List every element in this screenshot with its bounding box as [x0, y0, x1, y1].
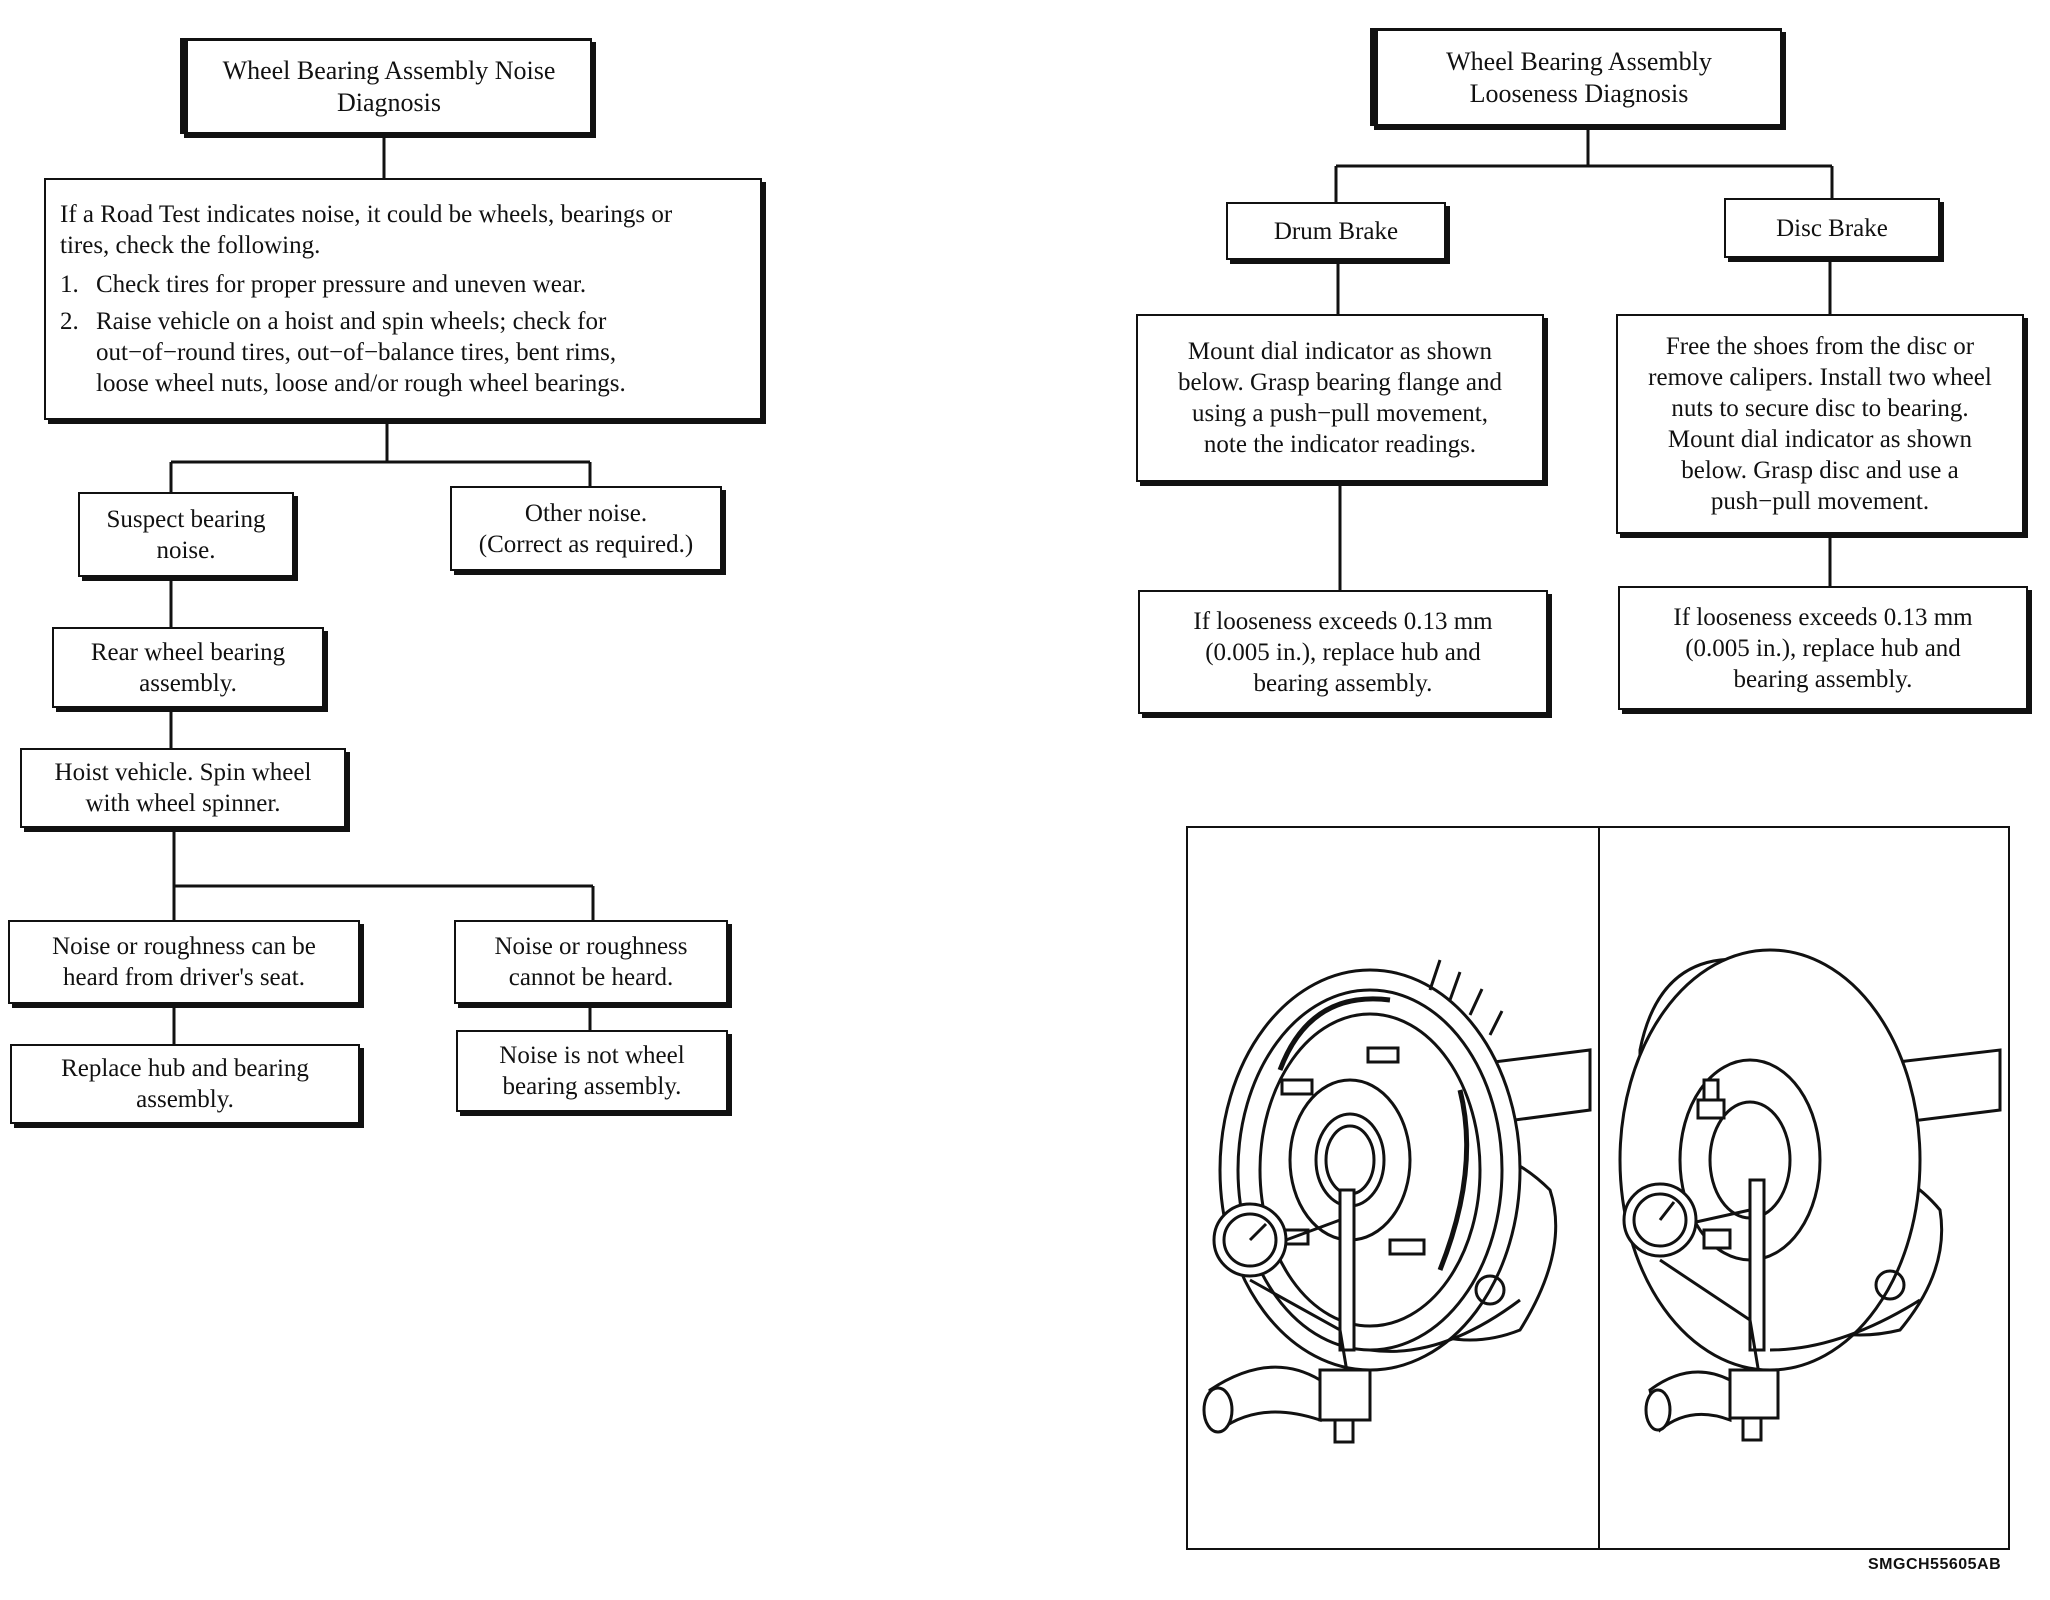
heard-line2: heard from driver's seat.	[63, 964, 305, 991]
not-wheel-bearing-box: Noise is not wheel bearing assembly.	[456, 1030, 728, 1112]
disc-step-line5: below. Grasp disc and use a	[1681, 457, 1959, 484]
drum-step-line4: note the indicator readings.	[1203, 431, 1477, 458]
drum-step-line2: below. Grasp bearing flange and	[1178, 369, 1502, 396]
drum-result-line3: bearing assembly.	[1253, 669, 1433, 697]
rear-wheel-bearing-box: Rear wheel bearing assembly.	[52, 627, 324, 708]
drum-brake-box: Drum Brake	[1226, 202, 1446, 260]
disc-step-line6: push−pull movement.	[1710, 488, 1930, 515]
drum-brake-procedure-box: Mount dial indicator as shown below. Gra…	[1136, 314, 1544, 482]
looseness-diagnosis-title: Wheel Bearing Assembly Looseness Diagnos…	[1370, 28, 1782, 126]
drum-step-line1: Mount dial indicator as shown	[1187, 338, 1493, 365]
drum-brake-result-box: If looseness exceeds 0.13 mm (0.005 in.)…	[1138, 590, 1548, 714]
noise-title-line2: Diagnosis	[337, 87, 441, 117]
drum-brake-label: Drum Brake	[1273, 217, 1399, 245]
disc-brake-result-box: If looseness exceeds 0.13 mm (0.005 in.)…	[1618, 586, 2028, 710]
disc-step-line3: nuts to secure disc to bearing.	[1671, 395, 1969, 422]
step-2-line2: out−of−round tires, out−of−balance tires…	[96, 339, 617, 366]
panel-divider	[1598, 828, 1600, 1548]
figure-code: SMGCH55605AB	[1868, 1556, 2002, 1573]
road-test-intro-line2: tires, check the following.	[60, 232, 321, 259]
other-line1: Other noise.	[524, 499, 648, 527]
suspect-line2: noise.	[156, 536, 216, 564]
disc-brake-box: Disc Brake	[1724, 198, 1940, 258]
drum-result-line1: If looseness exceeds 0.13 mm	[1193, 607, 1493, 635]
rear-line1: Rear wheel bearing	[90, 638, 286, 666]
disc-step-line1: Free the shoes from the disc or	[1665, 333, 1975, 360]
disc-brake-procedure-box: Free the shoes from the disc or remove c…	[1616, 314, 2024, 534]
noise-heard-box: Noise or roughness can be heard from dri…	[8, 920, 360, 1004]
road-test-check-box: If a Road Test indicates noise, it could…	[44, 178, 762, 420]
notheard-line1: Noise or roughness	[494, 933, 688, 960]
looseness-title-line1: Wheel Bearing Assembly	[1446, 46, 1712, 76]
drum-step-line3: using a push−pull movement,	[1191, 400, 1489, 427]
disc-result-line2: (0.005 in.), replace hub and	[1685, 634, 1961, 662]
notwheel-line2: bearing assembly.	[502, 1073, 682, 1100]
replace-line2: assembly.	[136, 1086, 234, 1113]
noise-title-line1: Wheel Bearing Assembly Noise	[222, 55, 556, 85]
disc-step-line2: remove calipers. Install two wheel	[1648, 364, 1992, 391]
hoist-line2: with wheel spinner.	[85, 790, 281, 817]
other-noise-box: Other noise. (Correct as required.)	[450, 486, 722, 571]
hoist-vehicle-box: Hoist vehicle. Spin wheel with wheel spi…	[20, 748, 346, 828]
disc-step-line4: Mount dial indicator as shown	[1667, 426, 1973, 453]
drum-brake-illustration	[1202, 959, 1592, 1444]
suspect-bearing-noise-box: Suspect bearing noise.	[78, 492, 294, 577]
replace-hub-box: Replace hub and bearing assembly.	[10, 1044, 360, 1124]
disc-result-line1: If looseness exceeds 0.13 mm	[1673, 603, 1973, 631]
noise-not-heard-box: Noise or roughness cannot be heard.	[454, 920, 728, 1004]
rear-line2: assembly.	[139, 669, 237, 697]
step-1-text: Check tires for proper pressure and unev…	[96, 271, 587, 298]
disc-result-line3: bearing assembly.	[1733, 665, 1913, 693]
road-test-intro-line1: If a Road Test indicates noise, it could…	[60, 201, 673, 228]
noise-diagnosis-title: Wheel Bearing Assembly Noise Diagnosis	[180, 38, 592, 134]
suspect-line1: Suspect bearing	[106, 505, 266, 533]
notwheel-line1: Noise is not wheel	[499, 1042, 685, 1069]
step-2-number: 2.	[60, 308, 79, 335]
drum-result-line2: (0.005 in.), replace hub and	[1205, 638, 1481, 666]
looseness-title-line2: Looseness Diagnosis	[1469, 78, 1689, 108]
step-2-line1: Raise vehicle on a hoist and spin wheels…	[96, 308, 607, 335]
step-2-line3: loose wheel nuts, loose and/or rough whe…	[96, 370, 626, 397]
hoist-line1: Hoist vehicle. Spin wheel	[54, 759, 312, 786]
other-line2: (Correct as required.)	[478, 530, 694, 558]
check-step-1: 1. Check tires for proper pressure and u…	[60, 269, 746, 300]
step-2-text: Raise vehicle on a hoist and spin wheels…	[96, 306, 746, 399]
disc-brake-illustration	[1618, 948, 2002, 1442]
step-1-number: 1.	[60, 271, 79, 298]
notheard-line2: cannot be heard.	[508, 964, 674, 991]
disc-brake-label: Disc Brake	[1776, 214, 1888, 242]
replace-line1: Replace hub and bearing	[61, 1055, 309, 1082]
check-step-2: 2. Raise vehicle on a hoist and spin whe…	[60, 306, 746, 399]
heard-line1: Noise or roughness can be	[52, 933, 316, 960]
